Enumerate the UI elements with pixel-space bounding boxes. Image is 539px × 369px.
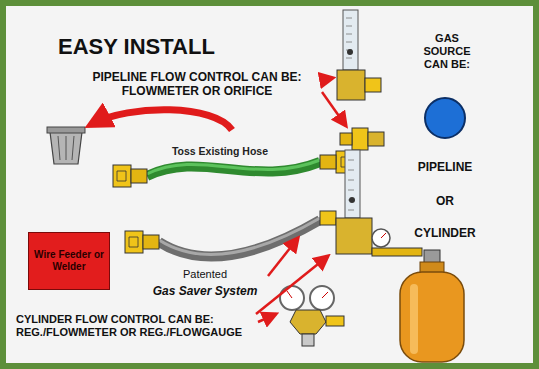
orifice-fitting	[340, 128, 384, 150]
callout-arrow	[268, 238, 298, 276]
gas-saver-hose	[125, 218, 320, 256]
pipeline-outlet	[425, 98, 465, 138]
callout-arrow	[258, 314, 276, 322]
label-text: Gas Saver System	[140, 284, 270, 298]
box-text: Wire Feeder or Welder	[34, 249, 104, 273]
label-text: Patented	[150, 268, 260, 281]
callout-arrow	[322, 92, 346, 126]
callout-arrow	[256, 256, 328, 314]
toss-arrow	[92, 110, 232, 130]
background	[6, 6, 533, 363]
label-text: PIPELINE FLOW CONTROL CAN BE: FLOWMETER …	[62, 70, 332, 98]
label-text: OR	[395, 194, 495, 208]
label-text: CYLINDER	[395, 226, 495, 240]
trash-can	[47, 127, 85, 164]
gas-cylinder	[400, 250, 464, 362]
label-text: PIPELINE	[395, 160, 495, 174]
regulator-flowgauge	[280, 286, 344, 346]
pipeline-flowmeter	[337, 10, 381, 100]
callout-arrow	[322, 78, 333, 80]
label-text: Toss Existing Hose	[160, 145, 280, 157]
label-text: CYLINDER FLOW CONTROL CAN BE: REG./FLOWM…	[16, 313, 266, 339]
process-box: Wire Feeder or Welder	[28, 232, 110, 290]
cylinder-flowmeter	[320, 150, 422, 256]
title-text: EASY INSTALL	[58, 34, 215, 60]
label-text: GAS SOURCE CAN BE:	[412, 32, 482, 71]
